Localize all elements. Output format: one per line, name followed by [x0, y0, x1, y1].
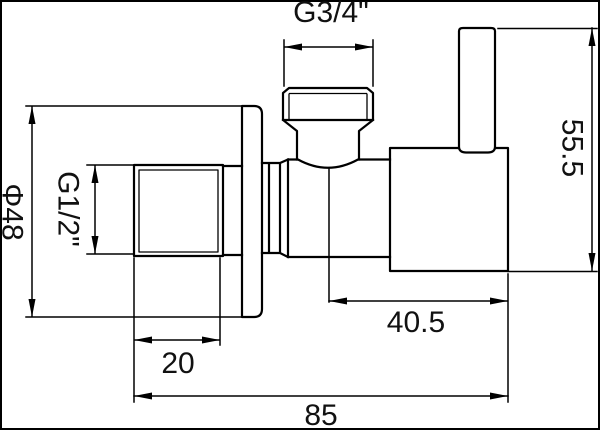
dim-arrow-right [202, 336, 220, 344]
dim-arrow-left [134, 392, 152, 400]
dim-arrow-down [91, 236, 99, 254]
dimension-outlet-offset: 40.5 [328, 273, 509, 403]
valve-outline [132, 26, 510, 319]
dim-label-inlet-thread: G1/2" [52, 171, 85, 247]
dim-arrow-down [588, 253, 596, 271]
dim-arrow-right [490, 392, 508, 400]
inlet-thread-inner [138, 169, 219, 253]
dim-label-stem-height: 55.5 [556, 119, 589, 177]
outlet-taper-neck [281, 118, 375, 161]
dim-arrow-up [588, 28, 596, 46]
inlet-thread-outer [132, 163, 225, 258]
inlet-thread-g12 [132, 163, 225, 258]
valve-body-cylinder [286, 158, 392, 259]
dim-arrow-left [134, 336, 152, 344]
valve-end-cap [388, 146, 510, 273]
dim-arrow-left [284, 43, 302, 51]
dimension-inlet-thread: G1/2" [52, 164, 135, 255]
body-step-rings [260, 158, 290, 259]
dimension-flange-diameter: Φ48 [0, 105, 243, 318]
dim-arrow-right [355, 43, 373, 51]
inlet-neck [221, 164, 244, 257]
outlet-collar-outer [281, 86, 375, 122]
dim-label-outlet-offset: 40.5 [387, 306, 445, 339]
valve-stem [457, 26, 497, 154]
dim-lines-20 [133, 257, 221, 403]
outlet-thread-g34 [281, 86, 375, 161]
dim-arrow-left [329, 297, 347, 305]
dim-label-flange-diameter: Φ48 [0, 183, 29, 240]
dimension-stem-height: 55.5 [497, 27, 598, 273]
dim-label-total-length: 85 [304, 399, 337, 430]
dimension-inlet-length: 20 [133, 257, 221, 403]
dim-arrow-down [28, 299, 36, 317]
dim-label-inlet-length: 20 [161, 347, 194, 380]
dimension-total-length: 85 [133, 392, 509, 430]
dimension-outlet-thread: G3/4" [283, 0, 374, 87]
dim-arrow-right [490, 297, 508, 305]
dim-arrow-up [91, 165, 99, 183]
wall-flange-disc [240, 104, 264, 319]
dim-arrow-up [28, 106, 36, 124]
dim-lines-405 [328, 273, 509, 403]
dim-label-outlet-thread: G3/4" [293, 0, 369, 29]
dim-lines-555 [497, 27, 598, 273]
outlet-collar-inner [288, 92, 368, 120]
